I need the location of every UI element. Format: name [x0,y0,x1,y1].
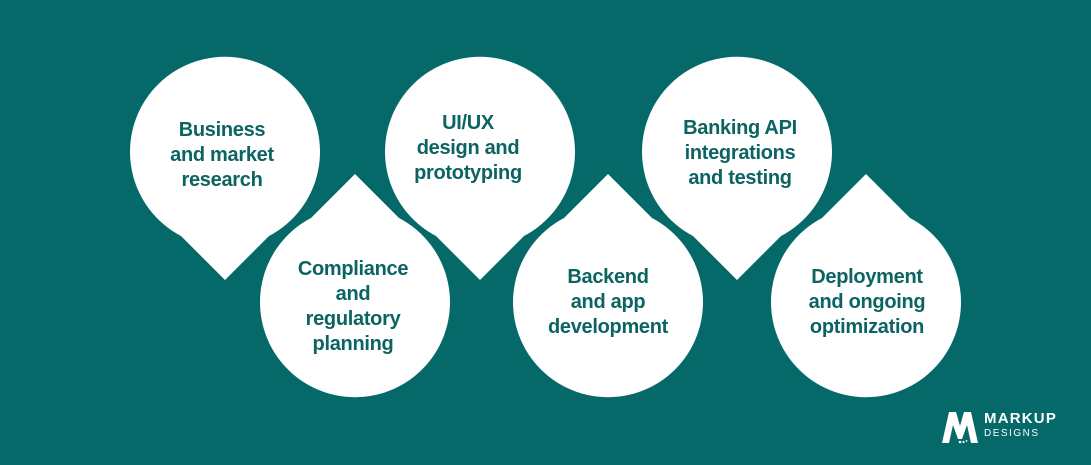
brand-name: MARKUP [984,410,1058,427]
step-label-6: Deployment and ongoing optimization [808,266,926,338]
step-label-1: Business and market research [170,119,274,191]
bubble-step-5 [642,56,833,280]
step-label-2: Compliance and regulatory planning [297,258,409,355]
brand-subtitle: DESIGNS [984,428,1040,439]
step-label-4: Backend and app development [547,266,669,338]
markup-designs-logo: MARKUP DESIGNS [940,409,1080,445]
step-label-3: UI/UX design and prototyping [414,112,522,184]
bubble-step-4 [513,174,704,398]
step-label-5: Banking API integrations and testing [683,117,797,189]
bubble-step-2 [259,174,451,398]
bubble-step-6 [771,174,961,398]
bubble-step-3 [384,56,575,280]
markup-m-icon [942,412,978,444]
bubble-step-1 [130,56,320,280]
